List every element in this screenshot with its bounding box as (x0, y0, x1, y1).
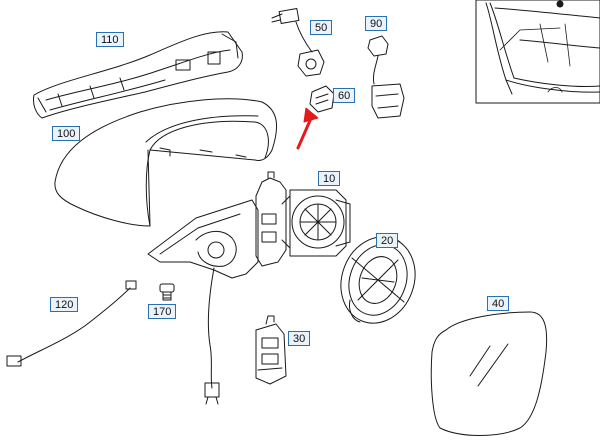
label-40: 40 (487, 296, 510, 311)
label-170: 170 (148, 304, 177, 319)
car-location-inset (475, 0, 600, 104)
label-90: 90 (365, 16, 388, 31)
red-pointer-arrow (296, 107, 319, 150)
part-90-sensor (367, 35, 405, 119)
part-30-motor-unit (255, 315, 287, 385)
part-40-mirror-glass (430, 311, 548, 436)
label-110: 110 (96, 32, 124, 47)
part-50-connector (271, 8, 325, 77)
part-170-screw (159, 283, 175, 301)
label-120: 120 (50, 297, 79, 312)
part-10-mirror-base (147, 171, 351, 279)
base-cable (204, 267, 220, 405)
part-100-mirror-cover (54, 98, 278, 227)
label-30: 30 (288, 331, 311, 346)
part-120-wire (6, 280, 137, 367)
label-20: 20 (376, 233, 399, 248)
label-10: 10 (318, 171, 341, 186)
label-100: 100 (52, 126, 81, 141)
part-110-trim-strip (33, 31, 243, 119)
part-20-motor (340, 235, 416, 324)
label-50: 50 (310, 20, 333, 35)
part-60-lamp (309, 85, 335, 113)
label-60: 60 (333, 88, 356, 103)
